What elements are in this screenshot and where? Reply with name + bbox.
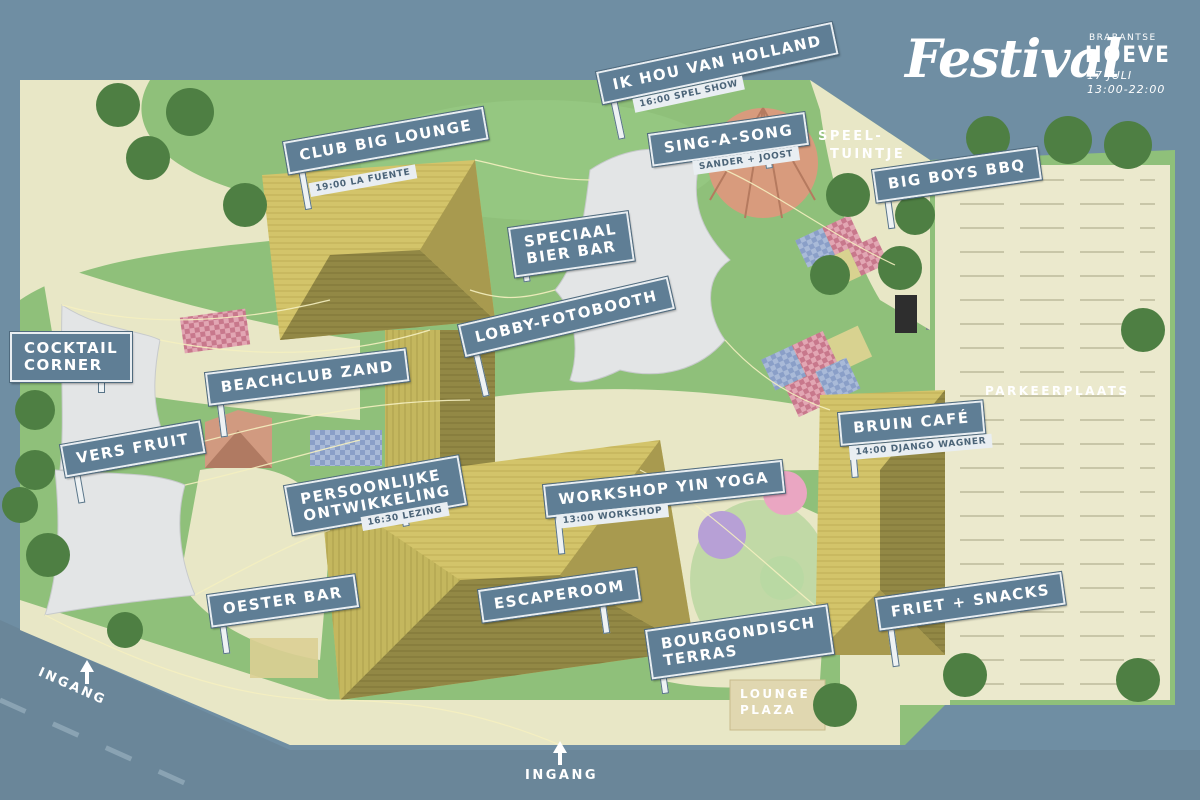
brand-top: BRABANTSE <box>1089 33 1157 43</box>
festival-time: 13:00-22:00 <box>1087 83 1166 96</box>
label-speeltuintje-line2: TUINTJE <box>830 147 906 162</box>
festival-wordmark: Festival <box>905 29 1122 90</box>
sign-title-line: COCKTAIL <box>24 339 119 357</box>
label-lounge-plaza-line2: PLAZA <box>740 703 797 717</box>
label-parkeerplaats: PARKEERPLAATS <box>985 384 1130 398</box>
sign-title-line: CORNER <box>24 356 103 374</box>
brand-main: HOEVE <box>1085 43 1171 68</box>
festival-date: 17 JULI <box>1087 69 1133 82</box>
label-lounge-plaza-line1: LOUNGE <box>740 687 811 701</box>
label-speeltuintje-line1: SPEEL- <box>818 129 884 144</box>
label-ingang-bottom: INGANG <box>525 768 598 783</box>
festival-logo: Festival BRABANTSE HOEVE 17 JULI 13:00-2… <box>905 25 1175 105</box>
sign-title-line: BRUIN CAFÉ <box>852 408 971 437</box>
label-lounge-plaza: LOUNGE PLAZA <box>740 686 810 718</box>
label-speeltuintje: SPEEL- TUINTJE <box>818 128 905 164</box>
